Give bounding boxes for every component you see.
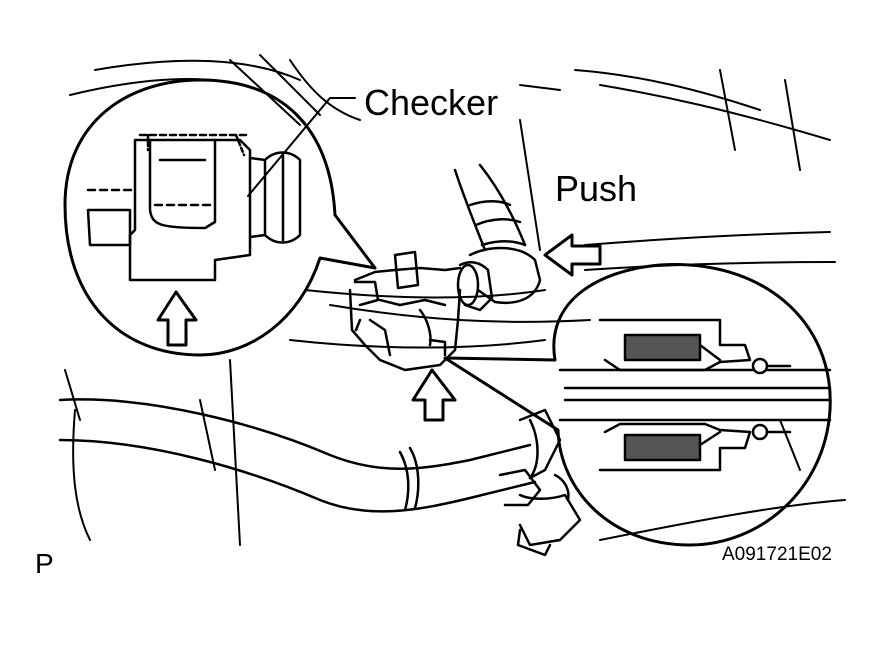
up-arrow-icon — [411, 368, 457, 422]
quick-connector-assembly — [348, 163, 542, 372]
fuel-hose — [58, 398, 562, 513]
checker-leader-line — [247, 97, 356, 197]
background-linework — [64, 54, 846, 546]
lower-connector — [498, 468, 582, 557]
corner-mark: P — [35, 548, 54, 579]
up-arrow-icon — [156, 290, 198, 347]
right-detail-magnifier — [443, 262, 832, 547]
push-arrow-icon — [543, 233, 602, 277]
left-detail-magnifier — [63, 78, 377, 357]
figure-code: A091721E02 — [722, 544, 832, 565]
push-label: Push — [555, 168, 638, 209]
lower-seal-shade — [623, 433, 702, 462]
upper-seal-shade — [623, 333, 702, 362]
checker-label: Checker — [364, 82, 499, 123]
